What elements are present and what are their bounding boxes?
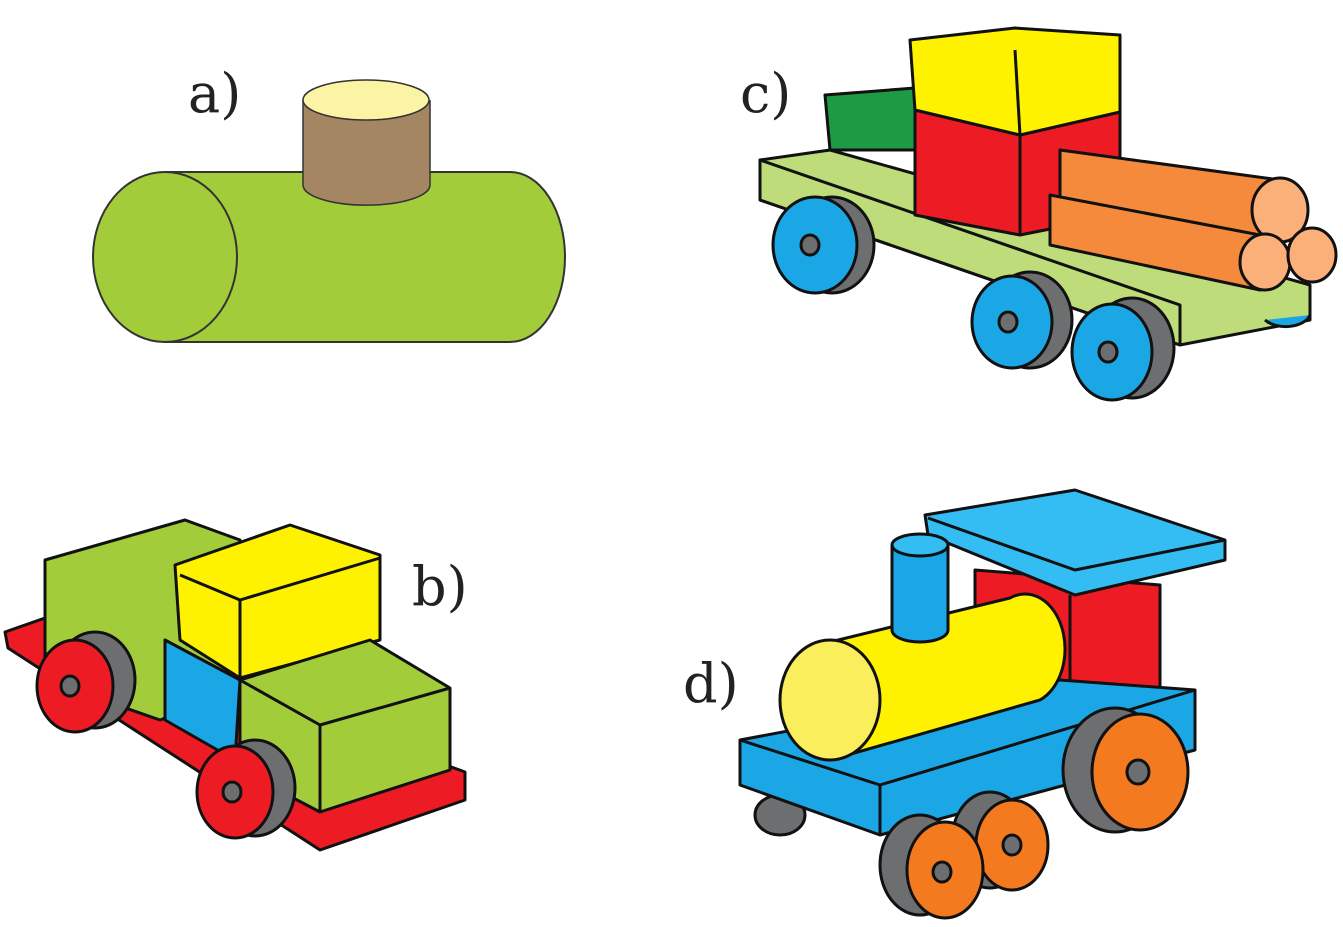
label-c: c) [740, 62, 792, 125]
figure-d-locomotive [738, 488, 1227, 920]
figure-b-truck [3, 518, 467, 852]
figure-c-truck [758, 26, 1338, 402]
label-a: a) [188, 62, 242, 125]
label-d: d) [683, 652, 739, 715]
figure-a-cylinder [92, 79, 566, 343]
label-b: b) [412, 555, 468, 618]
